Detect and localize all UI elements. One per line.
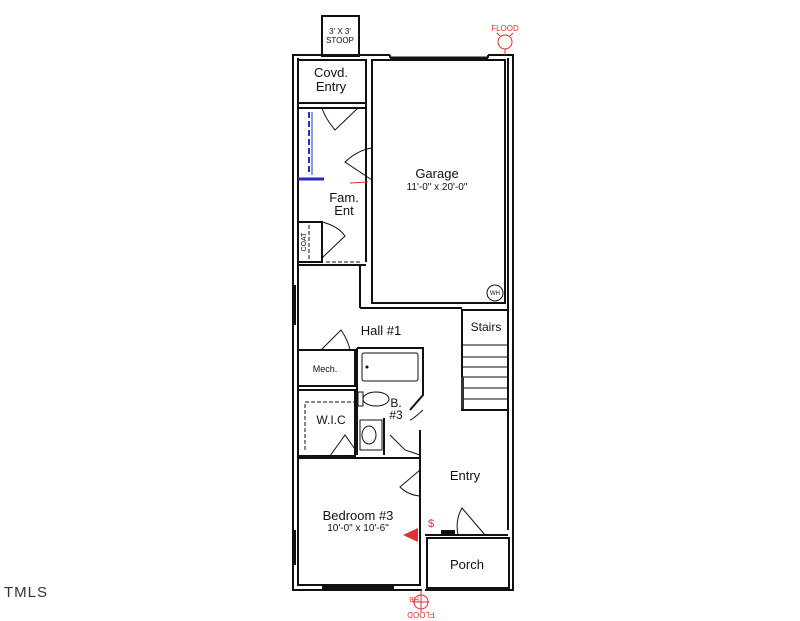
bathtub bbox=[361, 352, 419, 382]
stairs[interactable] bbox=[461, 309, 509, 411]
coat-label: COAT bbox=[301, 232, 308, 252]
covd-entry-room bbox=[297, 59, 367, 104]
toilet bbox=[357, 391, 364, 407]
door-wic[interactable] bbox=[329, 434, 358, 457]
door-bedroom[interactable] bbox=[399, 469, 421, 497]
bedroom-label: Bedroom #3 bbox=[323, 508, 394, 523]
wic-closet bbox=[297, 389, 356, 457]
hose-bib-label: HB bbox=[409, 595, 419, 602]
entry-label: Entry bbox=[450, 468, 481, 483]
porch-label: Porch bbox=[450, 557, 484, 572]
shelving bbox=[298, 112, 324, 181]
mech-room bbox=[297, 349, 356, 387]
fam-ent-label: Fam. bbox=[329, 190, 359, 205]
front-door[interactable] bbox=[456, 507, 486, 536]
porch bbox=[426, 537, 510, 589]
garage-label: Garage bbox=[415, 166, 458, 181]
bath-room bbox=[357, 347, 424, 411]
flood-sensor-bottom bbox=[413, 590, 429, 612]
flood-label-top: FLOOD bbox=[491, 24, 519, 33]
sink bbox=[359, 419, 383, 451]
stoop-label-2: STOOP bbox=[326, 36, 354, 45]
fam-ent-label-2: Ent bbox=[334, 203, 354, 218]
door-garage[interactable] bbox=[344, 147, 373, 181]
door-mech[interactable] bbox=[320, 329, 351, 351]
hall-label: Hall #1 bbox=[361, 323, 401, 338]
switch-icon: $ bbox=[428, 518, 434, 530]
stairs-label: Stairs bbox=[471, 320, 502, 334]
garage-dims: 11'-0" x 20'-0" bbox=[407, 182, 468, 193]
bedroom-dims: 10'-0" x 10'-6" bbox=[327, 523, 389, 534]
coat-closet bbox=[297, 221, 323, 263]
water-heater bbox=[486, 284, 504, 302]
door-coat[interactable] bbox=[321, 221, 346, 259]
covd-entry-label: Covd. bbox=[314, 65, 348, 80]
flood-sensor-top bbox=[496, 32, 514, 55]
watermark: TMLS bbox=[4, 584, 49, 601]
bath-label-2: #3 bbox=[389, 408, 403, 422]
stoop-label: 3' X 3' bbox=[329, 27, 351, 36]
covd-entry-label-2: Entry bbox=[316, 79, 347, 94]
door-bath[interactable] bbox=[409, 409, 424, 421]
wic-label: W.I.C bbox=[316, 413, 346, 427]
mech-label: Mech. bbox=[313, 364, 338, 374]
garage-room bbox=[371, 59, 506, 304]
arrow-icon bbox=[403, 528, 418, 542]
bath-label: B. bbox=[390, 396, 401, 410]
bedroom-room bbox=[297, 457, 421, 586]
door-covd-entry[interactable] bbox=[321, 107, 360, 131]
flood-label-bottom: FLOOD bbox=[407, 610, 435, 619]
wh-label: WH bbox=[490, 291, 500, 297]
